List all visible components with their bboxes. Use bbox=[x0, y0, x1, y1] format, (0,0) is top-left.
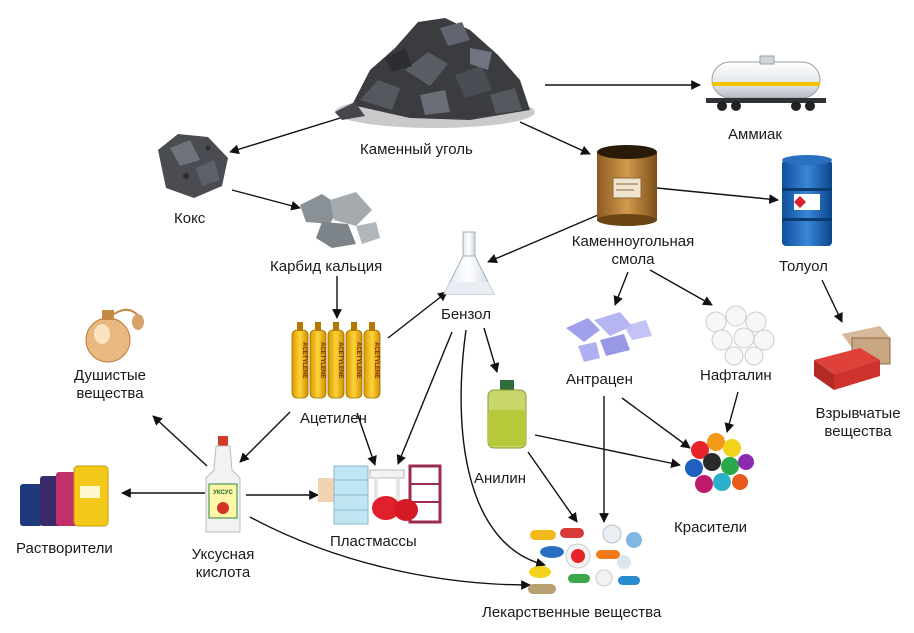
label-coke: Кокс bbox=[174, 210, 206, 227]
label-solvents: Растворители bbox=[16, 540, 113, 557]
coal-pile-image bbox=[335, 18, 535, 128]
cylinder-label-5: ACETYLENE bbox=[373, 342, 379, 378]
calcium-carbide-image bbox=[300, 192, 380, 248]
naphthalene-balls-image bbox=[705, 305, 775, 366]
ammonia-tank-car-image bbox=[706, 55, 826, 111]
coal-tar-drum-image bbox=[597, 145, 657, 226]
label-fragrances: Душистые вещества bbox=[74, 367, 146, 402]
coke-image bbox=[158, 134, 228, 198]
cylinder-label-1: ACETYLENE bbox=[301, 342, 307, 378]
arrows-layer bbox=[121, 80, 843, 590]
label-benzene: Бензол bbox=[441, 306, 491, 323]
label-ammonia: Аммиак bbox=[728, 126, 782, 143]
label-toluene: Толуол bbox=[779, 258, 828, 275]
label-coal: Каменный уголь bbox=[360, 141, 473, 158]
dye-powders-image bbox=[685, 433, 754, 493]
plastic-furniture-image bbox=[318, 464, 442, 525]
cylinder-label-2: ACETYLENE bbox=[319, 342, 325, 378]
cylinder-label-3: ACETYLENE bbox=[337, 342, 343, 378]
cylinder-label-4: ACETYLENE bbox=[355, 342, 361, 378]
vinegar-label-text: УКСУС bbox=[213, 490, 233, 496]
label-coal-tar: Каменноугольная смола bbox=[571, 233, 695, 268]
solvent-containers-image bbox=[20, 465, 109, 527]
acetylene-cylinders-image: ACETYLENE ACETYLENE ACETYLENE ACETYLENE … bbox=[291, 322, 381, 399]
label-dyes: Красители bbox=[674, 519, 747, 536]
label-carbide: Карбид кальция bbox=[270, 258, 383, 275]
label-naphthalene: Нафталин bbox=[700, 367, 772, 384]
pills-image bbox=[528, 524, 642, 594]
vinegar-bottle-image: УКСУС bbox=[205, 436, 241, 533]
label-plastics: Пластмассы bbox=[330, 533, 417, 550]
perfume-bottle-image bbox=[85, 308, 144, 363]
label-explosives: Взрывчатые вещества bbox=[815, 405, 901, 440]
aniline-bottle-image bbox=[487, 380, 527, 449]
label-acetylene: Ацетилен bbox=[300, 410, 367, 427]
label-anthracene: Антрацен bbox=[566, 371, 633, 388]
explosives-boxes-image bbox=[814, 326, 891, 390]
label-acetic-acid: Уксусная кислота bbox=[191, 546, 255, 581]
label-aniline: Анилин bbox=[474, 470, 527, 487]
anthracene-crystals-image bbox=[566, 312, 652, 362]
label-medicines: Лекарственные вещества bbox=[482, 604, 662, 621]
toluene-drum-image bbox=[782, 155, 832, 246]
benzene-flask-image bbox=[443, 231, 495, 295]
